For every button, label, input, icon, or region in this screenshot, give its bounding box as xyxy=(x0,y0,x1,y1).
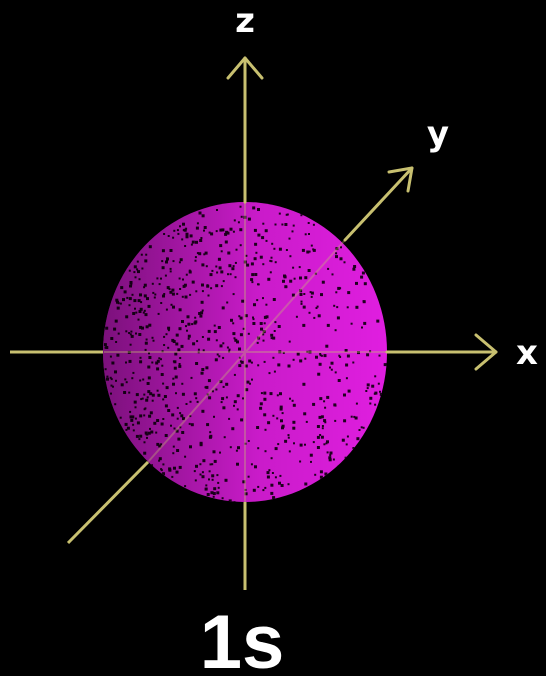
z-axis-label: z xyxy=(235,1,255,41)
orbital-sphere xyxy=(103,202,387,503)
orbital-label: 1s xyxy=(200,600,285,676)
x-axis-label: x xyxy=(516,333,538,373)
y-axis-label: y xyxy=(427,114,449,154)
